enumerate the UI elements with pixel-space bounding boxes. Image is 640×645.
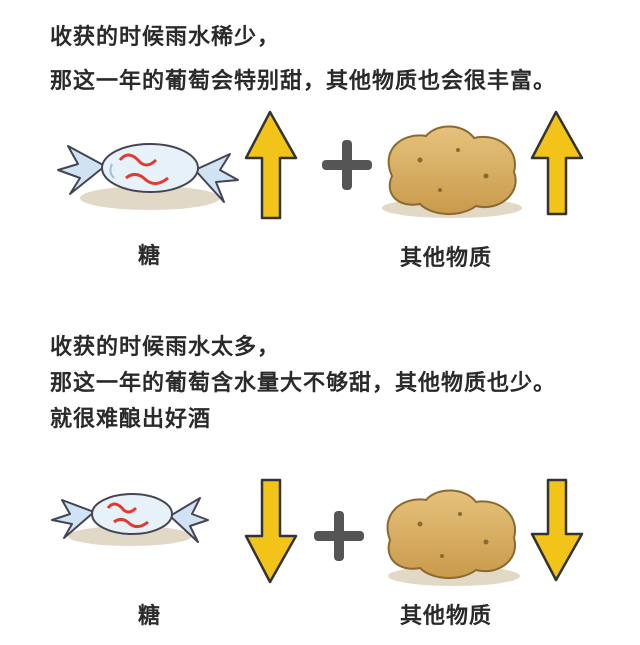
bottom-text: 收获的时候雨水太多， 那这一年的葡萄含水量大不够甜，其他物质也少。 就很难酿出好… [50, 330, 556, 438]
bottom-line-2: 那这一年的葡萄含水量大不够甜，其他物质也少。 [50, 371, 557, 396]
candy-shadow [80, 186, 220, 210]
down-arrow-icon [244, 478, 298, 584]
top-line-1: 收获的时候雨水稀少， [50, 25, 281, 50]
potato-icon [387, 125, 517, 216]
bottom-line-1: 收获的时候雨水太多， [50, 335, 281, 360]
bottom-line-3: 就很难酿出好酒 [50, 407, 212, 432]
candy-shadow-bottom [68, 526, 192, 546]
other-label-top: 其他物质 [400, 246, 493, 271]
down-arrow-icon [530, 478, 584, 582]
sugar-label-top: 糖 [138, 244, 162, 269]
plus-icon [314, 511, 364, 561]
potato-icon [386, 489, 517, 580]
top-text: 收获的时候雨水稀少， 那这一年的葡萄会特别甜，其他物质也会很丰富。 [50, 20, 556, 100]
other-label-bottom: 其他物质 [400, 604, 493, 629]
up-arrow-icon [530, 110, 584, 216]
plus-icon [322, 140, 372, 190]
candy-icon [57, 143, 239, 203]
candy-icon [51, 493, 209, 543]
up-arrow-icon [244, 110, 298, 220]
sugar-label-bottom: 糖 [138, 604, 162, 629]
top-line-2: 那这一年的葡萄会特别甜，其他物质也会很丰富。 [50, 69, 557, 94]
